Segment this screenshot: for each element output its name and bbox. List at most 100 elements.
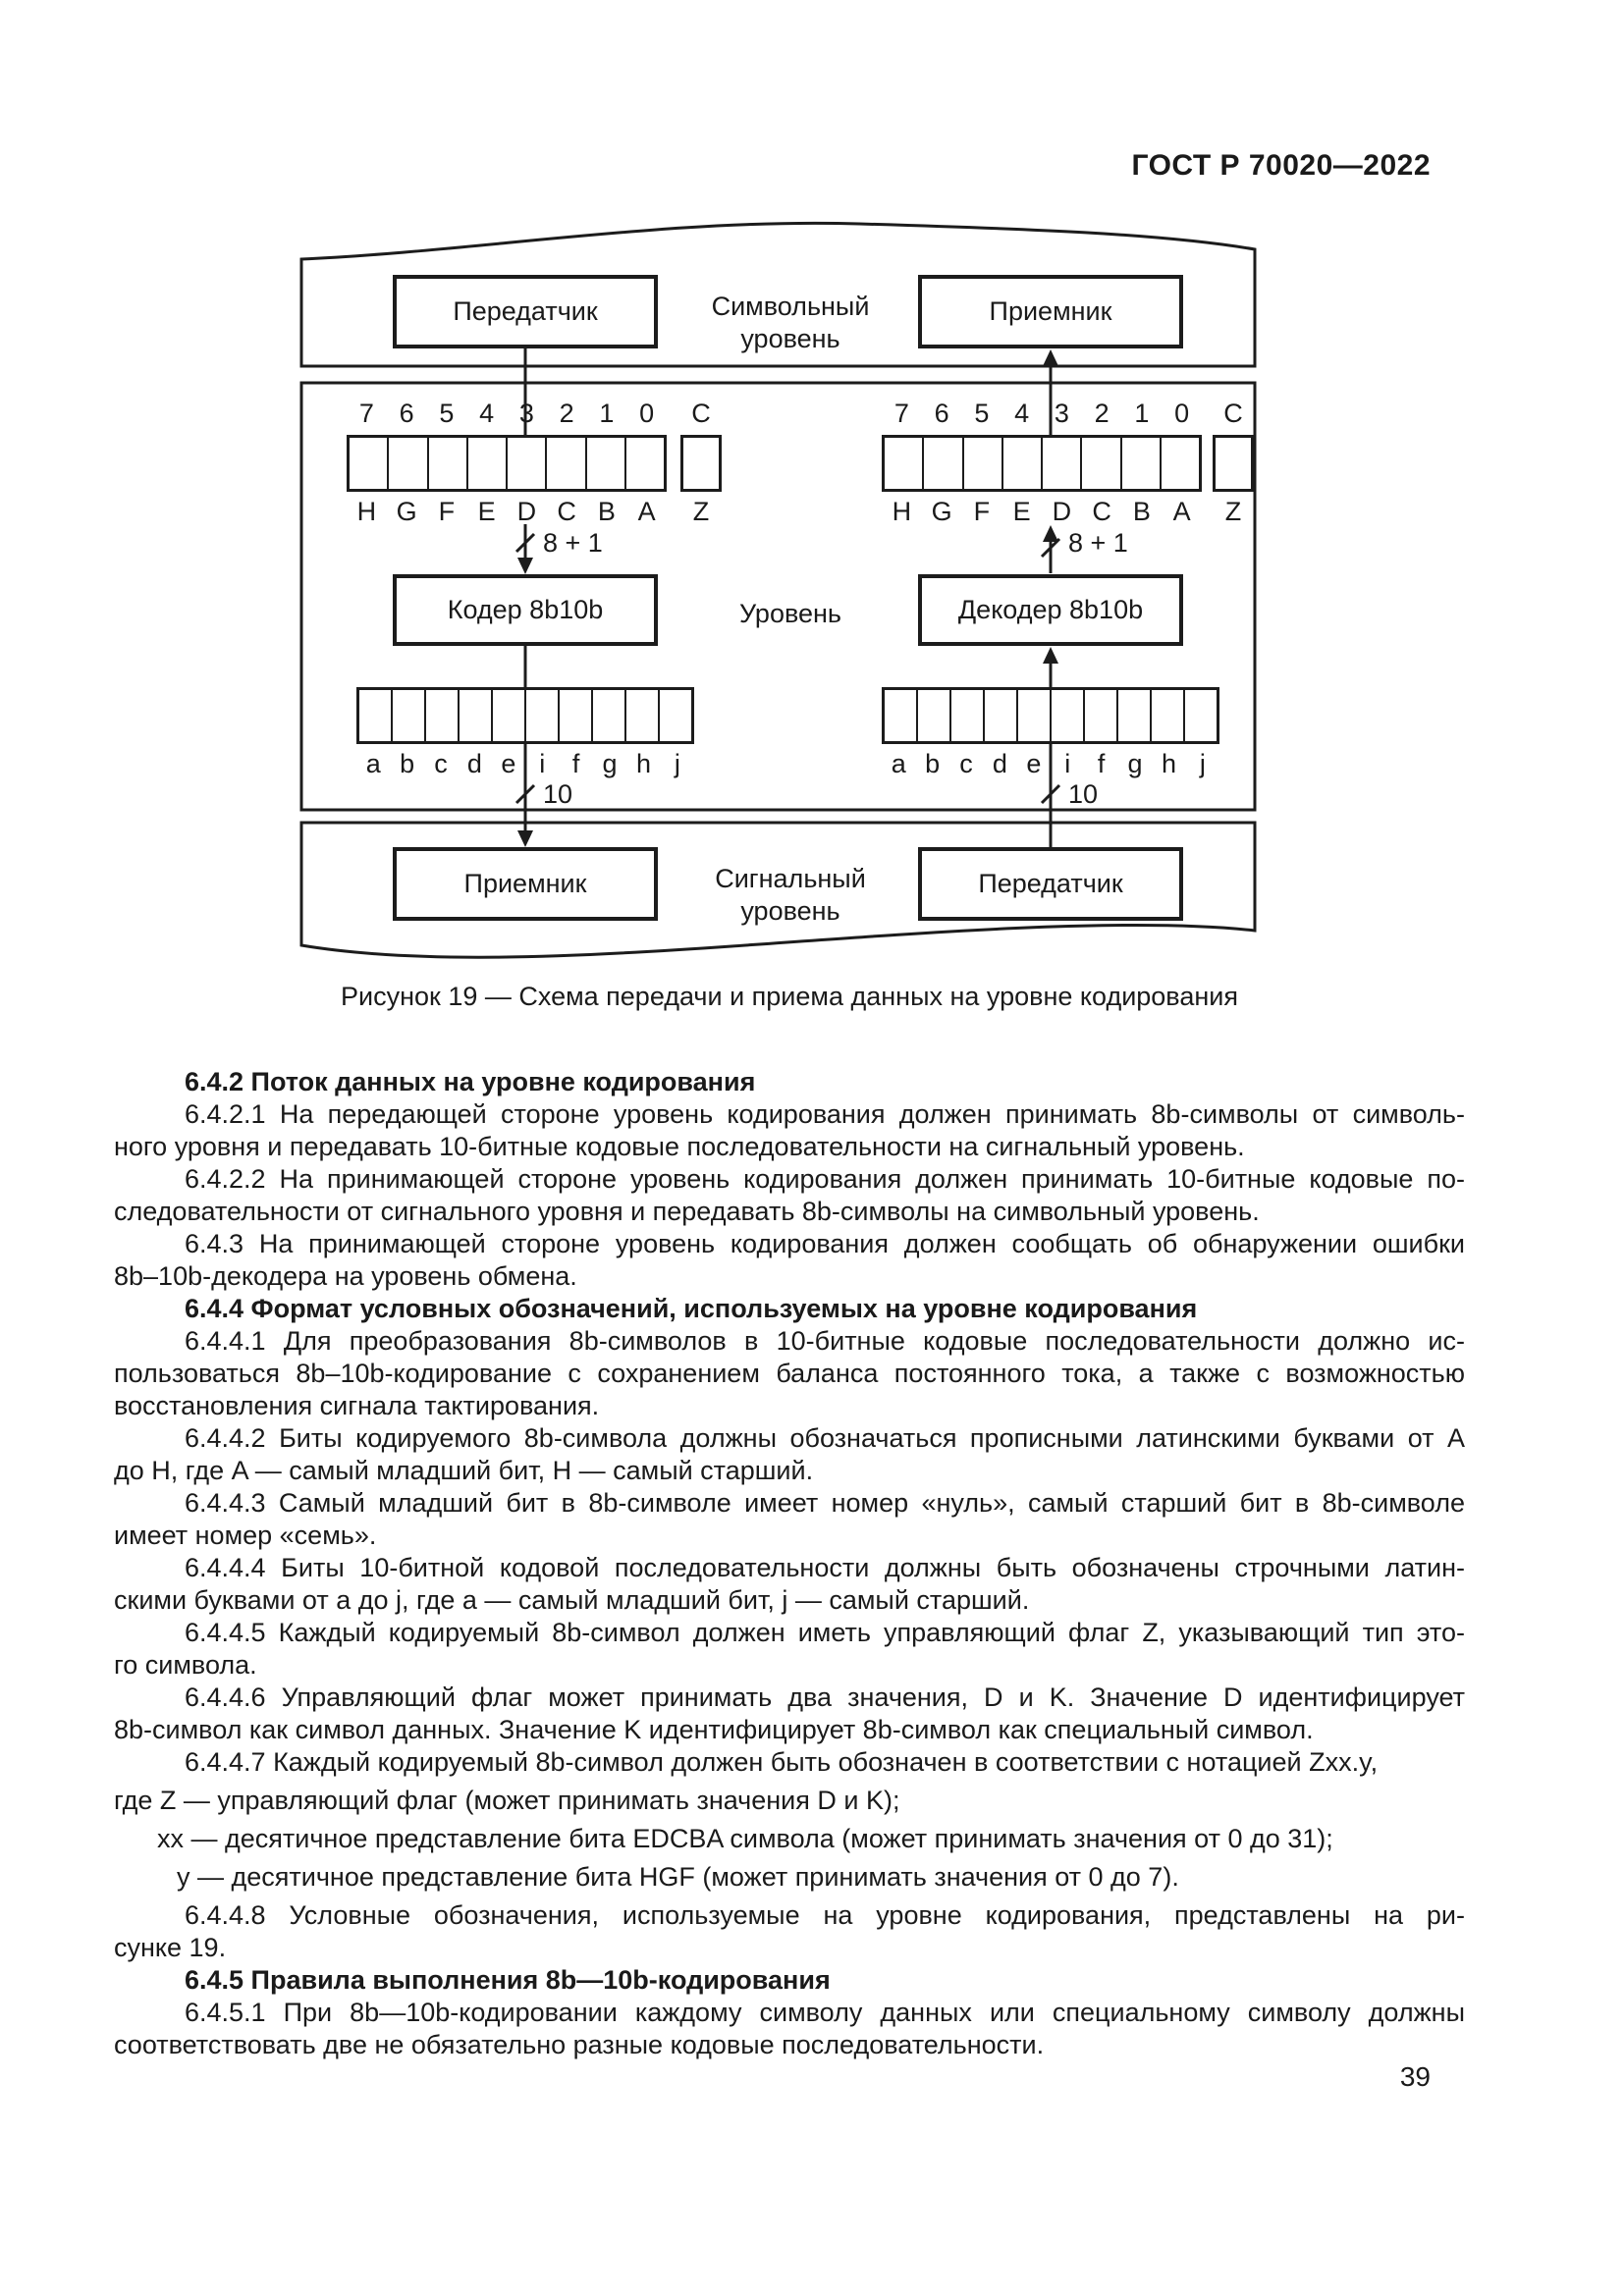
- bit-label: e: [1026, 749, 1042, 778]
- bit-label: 3: [1054, 399, 1069, 428]
- bit-label: C: [557, 497, 576, 526]
- bit-label: 1: [599, 399, 615, 428]
- bit-label: G: [931, 497, 952, 526]
- bit-label: 2: [559, 399, 574, 428]
- text-line: 6.4.3 На принимающей стороне уровень код…: [185, 1229, 1465, 1258]
- text-line: y — десятичное представление бита HGF (м…: [177, 1862, 1179, 1892]
- register-cell: [429, 438, 468, 489]
- bit-label: b: [925, 749, 941, 778]
- control-bit-cell-left: [680, 435, 722, 492]
- bit-label: g: [602, 749, 618, 778]
- text-line: 6.4.4.8 Условные обозначения, используем…: [185, 1900, 1465, 1930]
- receiver-bottom-box: Приемник: [393, 847, 658, 921]
- bit-label: i: [1064, 749, 1071, 778]
- bit-label: 2: [1094, 399, 1110, 428]
- register-cell: [1162, 438, 1199, 489]
- bit-label: B: [597, 497, 616, 526]
- bit-label: D: [516, 497, 537, 526]
- bit-label: c: [434, 749, 448, 778]
- text-line: восстановления сигнала тактирования.: [114, 1391, 600, 1420]
- paragraph: 6.4.4.6 Управляющий флаг может принимать…: [114, 1682, 1465, 1746]
- encoder-box: Кодер 8b10b: [393, 574, 658, 646]
- text-line: имеет номер «семь».: [114, 1521, 377, 1550]
- bit-label: H: [892, 497, 912, 526]
- register-cell: [508, 438, 548, 489]
- coding-level-label: Уровень: [738, 599, 841, 628]
- text-line: 8b–10b-декодера на уровень обмена.: [114, 1261, 577, 1291]
- register-cell: [460, 690, 493, 741]
- paragraph: 6.4.5.1 При 8b—10b-кодировании каждому с…: [114, 1997, 1465, 2061]
- receiver-top-label: Приемник: [989, 296, 1112, 326]
- register-cell: [918, 690, 951, 741]
- bit-label: 6: [934, 399, 949, 428]
- paragraph: 6.4.2.2 На принимающей стороне уровень к…: [114, 1163, 1465, 1228]
- control-bit-letter-left: Z: [692, 497, 710, 526]
- text-line: до H, где A — самый младший бит, H — сам…: [114, 1456, 814, 1485]
- text-line: следовательности от сигнального уровня и…: [114, 1197, 1260, 1226]
- page-number: 39: [1399, 2061, 1431, 2092]
- register-cell: [1018, 690, 1052, 741]
- bit-label: 0: [1174, 399, 1190, 428]
- paragraph: 6.4.3 На принимающей стороне уровень код…: [114, 1228, 1465, 1293]
- bit-label: 5: [439, 399, 455, 428]
- register-cell: [1122, 438, 1162, 489]
- register-cell: [1118, 690, 1152, 741]
- encoder-label: Кодер 8b10b: [447, 595, 604, 624]
- text-line: 6.4.4.3 Самый младший бит в 8b-символе и…: [185, 1488, 1465, 1518]
- register-cell: [426, 690, 460, 741]
- text-line: го символа.: [114, 1650, 257, 1680]
- receiver-top-box: Приемник: [918, 275, 1183, 348]
- paragraph: 6.4.4.4 Биты 10-битной кодовой последова…: [114, 1552, 1465, 1617]
- bit-label: H: [356, 497, 377, 526]
- register-cell: [885, 690, 918, 741]
- bit-label: G: [396, 497, 417, 526]
- signal-level-label: Сигнальный уровень: [715, 864, 866, 926]
- bit-label: 5: [974, 399, 990, 428]
- register-cell: [1085, 690, 1118, 741]
- bit-label: F: [438, 497, 456, 526]
- paragraph: 6.4.4.5 Каждый кодируемый 8b-символ долж…: [114, 1617, 1465, 1682]
- register-8bit-left: [347, 435, 667, 492]
- text-line: 6.4.4.2 Биты кодируемого 8b-символа долж…: [185, 1423, 1465, 1453]
- register-cell: [951, 690, 985, 741]
- bit-label: 7: [893, 399, 909, 428]
- bit-label: D: [1052, 497, 1072, 526]
- bit-label: d: [992, 749, 1007, 778]
- bit-label: j: [1199, 749, 1206, 778]
- section-heading: 6.4.2 Поток данных на уровне кодирования: [114, 1066, 1465, 1098]
- register-cell: [985, 690, 1018, 741]
- register-cell: [593, 690, 626, 741]
- bit-label: F: [973, 497, 991, 526]
- register-cell: [526, 690, 560, 741]
- arrowheads: [517, 349, 1058, 847]
- transmitter-top-box: Передатчик: [393, 275, 658, 348]
- bit-label: A: [1172, 497, 1191, 526]
- paragraph: 6.4.4.7 Каждый кодируемый 8b-символ долж…: [114, 1746, 1465, 1894]
- bit-label: 3: [518, 399, 534, 428]
- bus-10-label-left: 10: [543, 779, 573, 809]
- bit-label: c: [959, 749, 973, 778]
- text-line: ного уровня и передавать 10-битные кодов…: [114, 1132, 1245, 1161]
- text-line: 6.4.2.1 На передающей стороне уровень ко…: [185, 1099, 1465, 1129]
- text-line: xx — десятичное представление бита EDCBA…: [157, 1824, 1333, 1853]
- register-cell: [924, 438, 964, 489]
- bit-label: 6: [399, 399, 414, 428]
- bit-label: f: [571, 749, 580, 778]
- text-line: скими буквами от a до j, где a — самый м…: [114, 1585, 1030, 1615]
- register-cell: [626, 690, 660, 741]
- transmitter-bottom-label: Передатчик: [978, 869, 1123, 898]
- bit-label: a: [365, 749, 381, 778]
- register-cell: [885, 438, 925, 489]
- transmitter-bottom-box: Передатчик: [918, 847, 1183, 921]
- register-10bit-right: [882, 687, 1219, 744]
- register-10bit-left: [356, 687, 694, 744]
- register-cell: [547, 438, 587, 489]
- section-heading: 6.4.5 Правила выполнения 8b—10b-кодирова…: [114, 1964, 1465, 1997]
- register-cell: [1082, 438, 1122, 489]
- bit-label: e: [501, 749, 516, 778]
- register-cell: [1043, 438, 1083, 489]
- text-line: 6.4.2 Поток данных на уровне кодирования: [185, 1067, 756, 1096]
